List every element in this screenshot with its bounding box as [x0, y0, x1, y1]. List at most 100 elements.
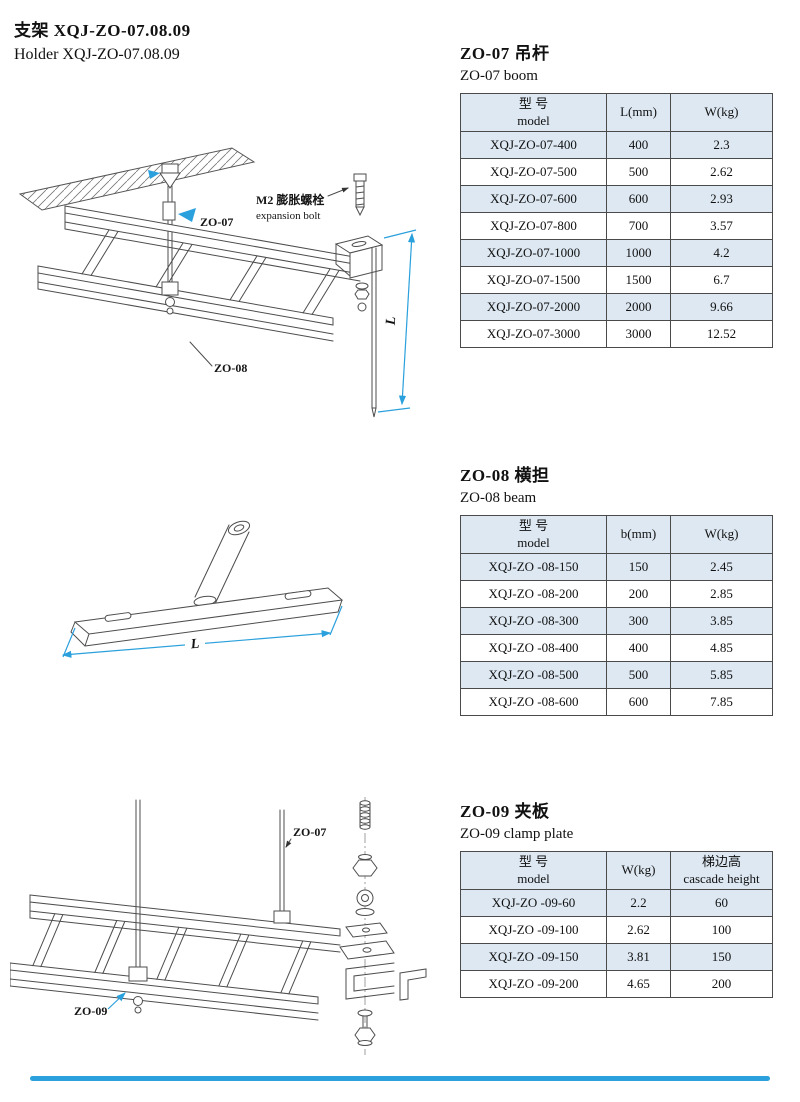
header-line: cascade height	[683, 870, 760, 886]
label-expansion-bolt-cn: M2 膨胀螺栓	[256, 192, 324, 207]
cell-width: 300	[606, 607, 671, 635]
cell-length: 2000	[606, 293, 671, 321]
dim-label-L: L	[189, 637, 200, 653]
table-row: XQJ-ZO-07-2000 2000 9.66	[460, 293, 773, 321]
cell-weight: 3.85	[670, 607, 773, 635]
cell-weight: 7.85	[670, 688, 773, 716]
cell-model: XQJ-ZO -08-150	[460, 553, 607, 581]
footer-rule	[30, 1076, 770, 1081]
table-row: XQJ-ZO -08-200 200 2.85	[460, 580, 773, 608]
section-title-en: ZO-09 clamp plate	[460, 826, 574, 842]
header-line: model	[517, 870, 550, 886]
cell-weight: 4.85	[670, 634, 773, 662]
cell-weight: 2.85	[670, 580, 773, 608]
cell-weight: 2.93	[670, 185, 773, 213]
section-zo07: ZO-07 吊杆 ZO-07 boom 型 号 model L(mm) W(kg…	[460, 44, 773, 348]
leader-line	[327, 187, 349, 197]
label-expansion-bolt-en: expansion bolt	[256, 210, 320, 222]
washer	[358, 854, 372, 860]
cell-length: 400	[606, 131, 671, 159]
cell-cascade-height: 100	[670, 916, 773, 944]
cell-weight: 4.2	[670, 239, 773, 267]
header-line: L(mm)	[620, 104, 657, 120]
spec-table-zo07: 型 号 model L(mm) W(kg)	[460, 93, 773, 348]
cell-model: XQJ-ZO -08-200	[460, 580, 607, 608]
header-line: W(kg)	[704, 526, 739, 542]
header-line: model	[517, 534, 550, 550]
col-header-length: L(mm)	[606, 93, 671, 132]
cell-length: 1000	[606, 239, 671, 267]
washer	[355, 908, 375, 916]
cell-weight: 9.66	[670, 293, 773, 321]
cell-weight: 2.62	[670, 158, 773, 186]
hanging-rod-rear	[273, 809, 291, 924]
header-line: 型 号	[518, 96, 549, 112]
leader-line	[189, 341, 213, 367]
section-zo08: ZO-08 横担 ZO-08 beam 型 号 model b(mm) W(kg…	[460, 466, 773, 716]
header-line: 梯边高	[701, 854, 741, 870]
table-row: XQJ-ZO -08-400 400 4.85	[460, 634, 773, 662]
table-row: XQJ-ZO -08-600 600 7.85	[460, 688, 773, 716]
table-row: XQJ-ZO-07-400 400 2.3	[460, 131, 773, 159]
table-row: XQJ-ZO -09-200 4.65 200	[460, 970, 773, 998]
cell-model: XQJ-ZO-07-500	[460, 158, 607, 186]
page-title: 支架 XQJ-ZO-07.08.09	[14, 21, 191, 40]
exploded-clamp-assembly	[339, 797, 427, 1055]
cell-model: XQJ-ZO-07-600	[460, 185, 607, 213]
cell-model: XQJ-ZO-07-800	[460, 212, 607, 240]
diagram-zo08-beam: L	[61, 520, 344, 658]
cell-weight: 12.52	[670, 320, 773, 348]
ladder-tray	[10, 894, 341, 1021]
col-header-model: 型 号 model	[460, 93, 607, 132]
spec-table-zo08: 型 号 model b(mm) W(kg)	[460, 515, 773, 716]
cell-length: 1500	[606, 266, 671, 294]
cell-width: 600	[606, 688, 671, 716]
diagram-zo07-installation: ZO-07 M2 膨胀螺栓 expansion bolt ZO-08	[18, 147, 417, 418]
rod-clamp	[161, 281, 179, 315]
hanging-rod-front	[128, 799, 148, 1014]
label-zo09: ZO-09	[74, 1004, 107, 1018]
section-zo09: ZO-09 夹板 ZO-09 clamp plate 型 号 model W(k…	[460, 802, 773, 998]
table-row: XQJ-ZO-07-800 700 3.57	[460, 212, 773, 240]
cell-model: XQJ-ZO -08-500	[460, 661, 607, 689]
cell-model: XQJ-ZO-07-400	[460, 131, 607, 159]
table-row: XQJ-ZO-07-1500 1500 6.7	[460, 266, 773, 294]
page-subtitle: Holder XQJ-ZO-07.08.09	[14, 46, 180, 63]
cell-cascade-height: 200	[670, 970, 773, 998]
cell-cascade-height: 150	[670, 943, 773, 971]
blue-arrow-icon	[178, 208, 196, 222]
cell-model: XQJ-ZO-07-2000	[460, 293, 607, 321]
cell-length: 3000	[606, 320, 671, 348]
header-line: model	[517, 112, 550, 128]
header-line: 型 号	[518, 518, 549, 534]
cell-model: XQJ-ZO-07-1500	[460, 266, 607, 294]
table-row: XQJ-ZO-07-500 500 2.62	[460, 158, 773, 186]
beam-plate	[70, 587, 344, 647]
section-title-en: ZO-08 beam	[460, 490, 537, 506]
cell-model: XQJ-ZO -09-100	[460, 916, 607, 944]
cell-weight: 5.85	[670, 661, 773, 689]
cell-model: XQJ-ZO -09-150	[460, 943, 607, 971]
beam-tube	[193, 520, 251, 607]
diagram-zo09-clamp: ZO-07 ZO-09	[10, 797, 427, 1055]
c-bracket	[345, 962, 395, 1000]
col-header-width: b(mm)	[606, 515, 671, 554]
table-row: XQJ-ZO -09-150 3.81 150	[460, 943, 773, 971]
col-header-cascade-height: 梯边高 cascade height	[670, 851, 773, 890]
expansion-bolt-icon	[353, 173, 367, 217]
cell-length: 600	[606, 185, 671, 213]
cell-width: 200	[606, 580, 671, 608]
cell-weight: 2.2	[606, 889, 671, 917]
hanging-rod-zo07	[162, 185, 176, 287]
col-header-weight: W(kg)	[606, 851, 671, 890]
slot-hole	[284, 590, 312, 600]
table-row: XQJ-ZO-07-600 600 2.93	[460, 185, 773, 213]
header-row: 型 号 model L(mm) W(kg)	[460, 93, 773, 132]
cell-width: 500	[606, 661, 671, 689]
cell-model: XQJ-ZO -08-300	[460, 607, 607, 635]
header-line: b(mm)	[620, 526, 657, 542]
col-header-weight: W(kg)	[670, 515, 773, 554]
table-row: XQJ-ZO -08-500 500 5.85	[460, 661, 773, 689]
header-row: 型 号 model b(mm) W(kg)	[460, 515, 773, 554]
